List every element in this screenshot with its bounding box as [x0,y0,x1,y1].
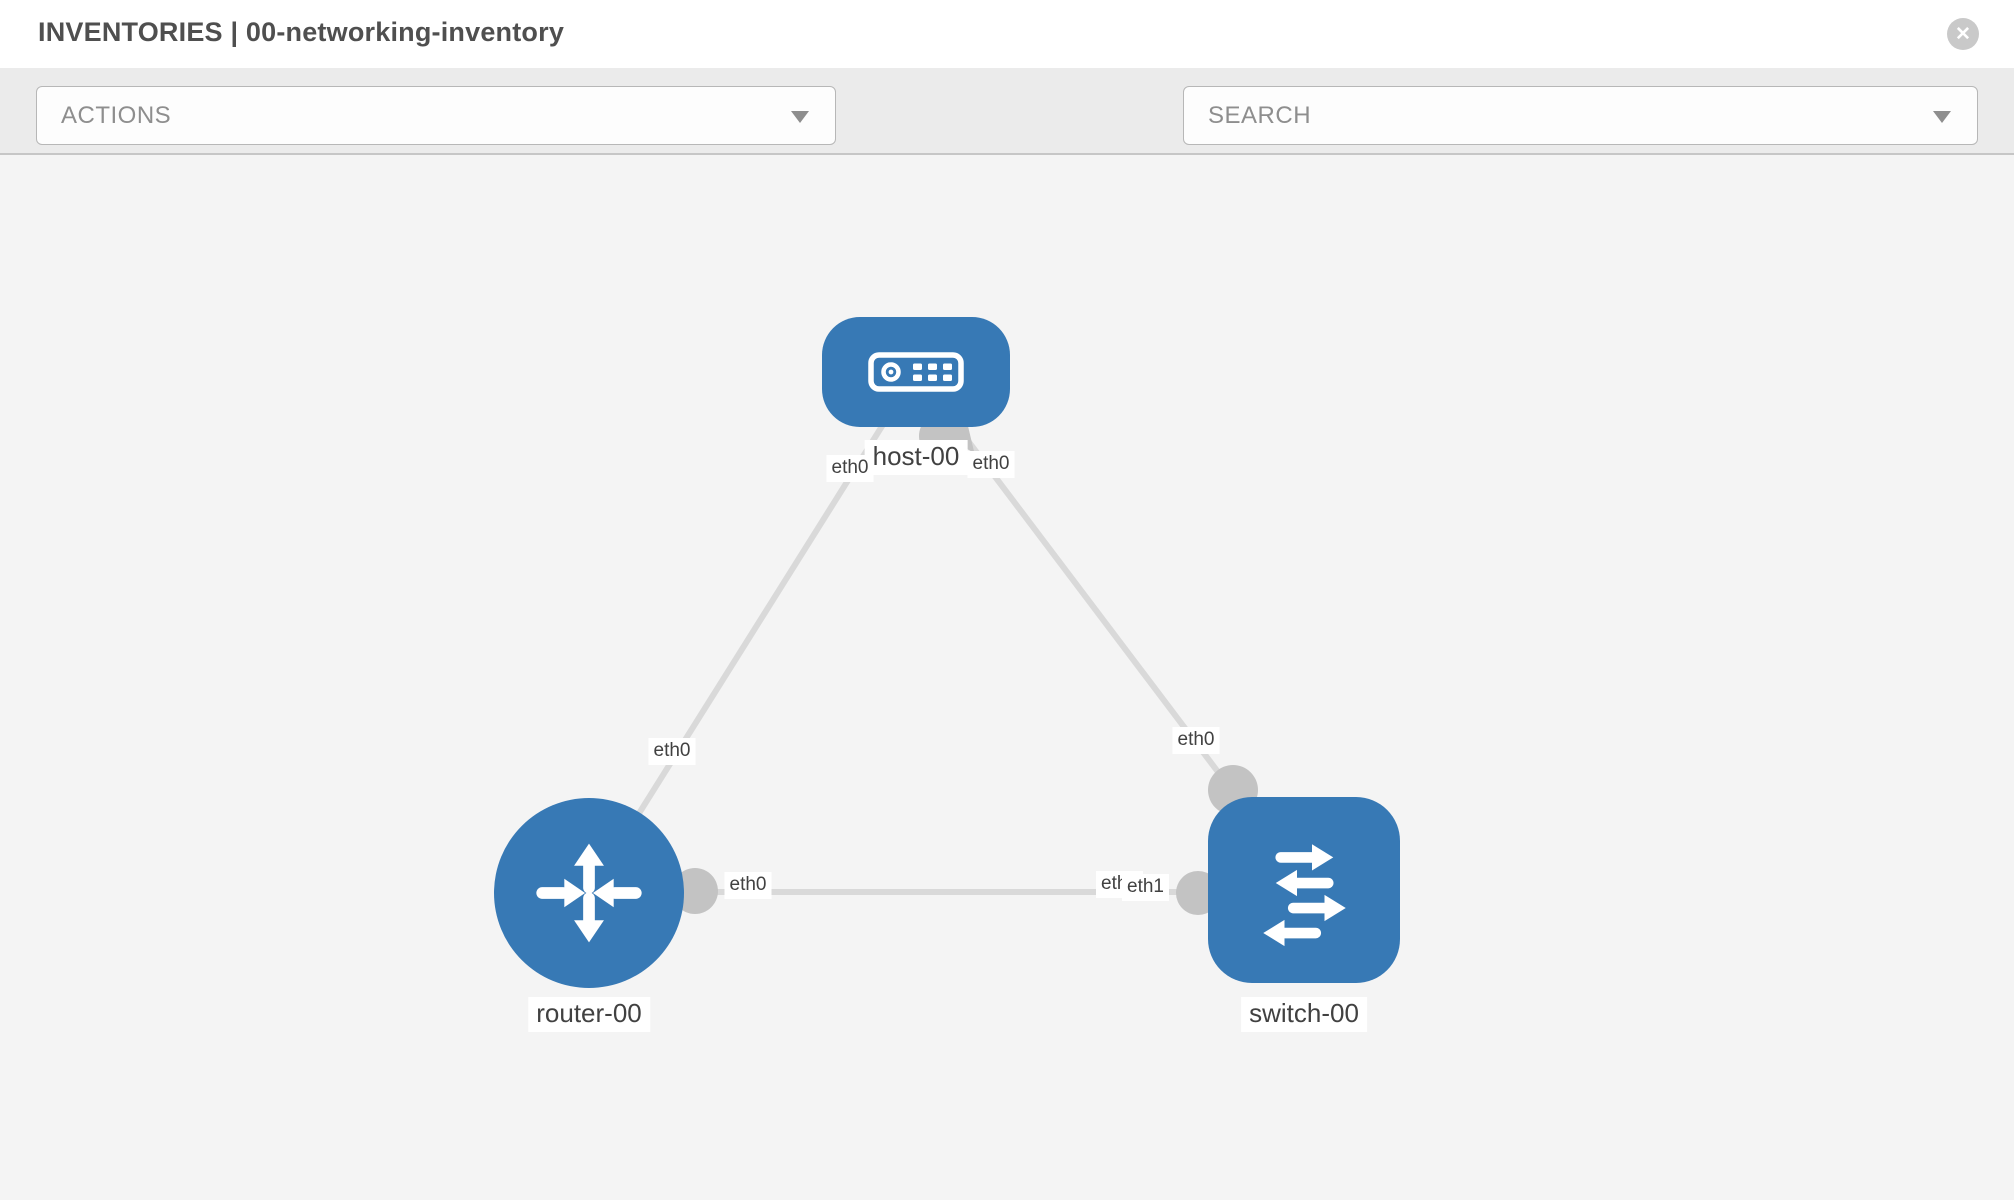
close-glyph: ✕ [1955,23,1971,45]
node-router-00[interactable] [494,798,684,988]
port-label-switch-front: eth1 [1122,874,1169,901]
port-label-switch-to-host: eth0 [1172,727,1220,754]
host-icon [868,352,964,392]
page-title: INVENTORIES | 00-networking-inventory [38,17,565,47]
chevron-down-icon [1933,111,1951,123]
node-label-switch: switch-00 [1241,997,1367,1032]
router-icon [536,843,642,943]
actions-dropdown[interactable]: ACTIONS [36,86,836,145]
chevron-down-icon [791,111,809,123]
node-label-host: host-00 [864,440,968,475]
switch-icon [1262,843,1346,946]
search-dropdown[interactable]: SEARCH [1183,86,1978,145]
port-label-router-to-host: eth0 [648,738,696,765]
port-label-router-to-switch: eth0 [724,872,772,899]
actions-dropdown-value: ACTIONS [61,101,172,129]
port-label-host-right: eth0 [967,451,1015,478]
search-dropdown-value: SEARCH [1208,101,1312,129]
node-switch-00[interactable] [1208,797,1400,983]
header: INVENTORIES | 00-networking-inventory ✕ [0,0,2014,69]
close-icon[interactable]: ✕ [1947,18,1979,50]
port-label-host-left: eth0 [826,455,874,482]
links-layer [586,370,1304,915]
node-host-00[interactable] [822,317,1010,427]
toolbar: ACTIONS SEARCH [0,68,2014,200]
node-label-router: router-00 [528,997,650,1032]
topology-canvas[interactable]: host-00 router-00 switch-00 eth0 eth0 et… [0,155,2014,1200]
